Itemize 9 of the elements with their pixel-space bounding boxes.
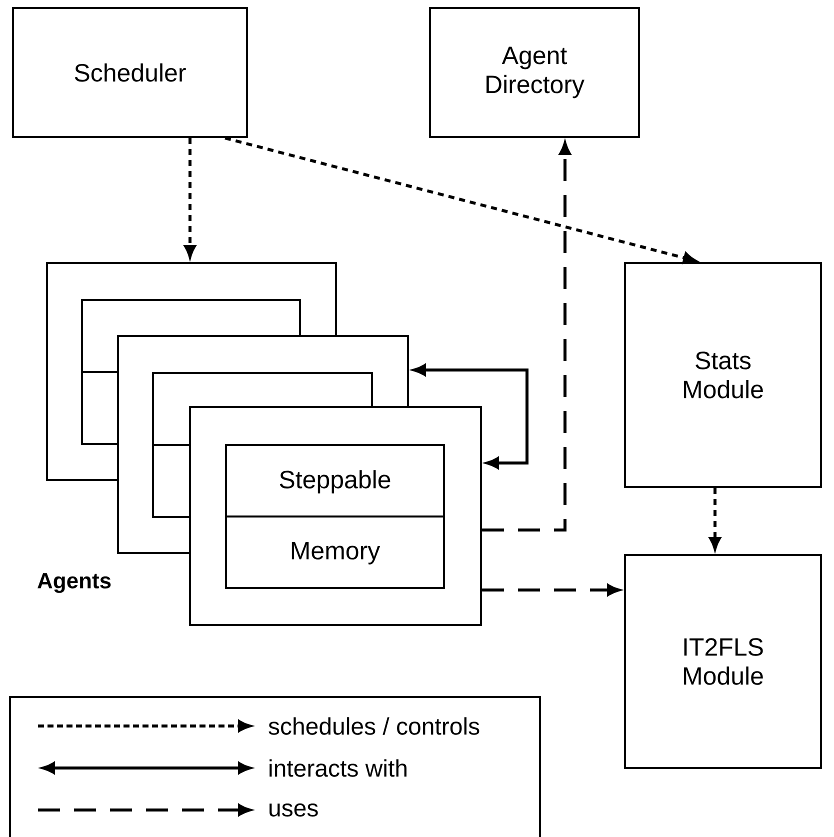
component-box: Steppable Memory: [225, 444, 445, 589]
module-box: IT2FLS Module: [624, 554, 822, 769]
group-label: Agents: [38, 573, 111, 593]
legend-text: schedules / controls: [268, 717, 480, 735]
module-box: Stats Module: [624, 262, 822, 488]
legend-text: interacts with: [270, 759, 406, 777]
module-box: Scheduler: [12, 7, 248, 138]
legend-text: uses: [270, 803, 318, 817]
module-box: Agent Directory: [429, 7, 640, 138]
